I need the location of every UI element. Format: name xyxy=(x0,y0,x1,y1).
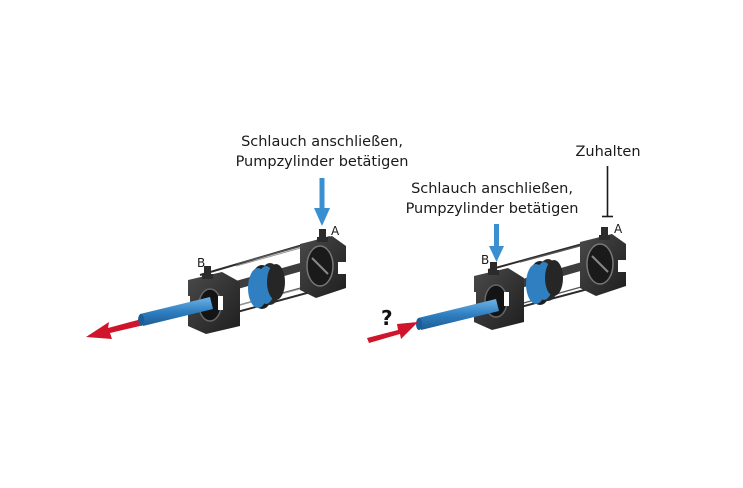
left-end-block-a xyxy=(300,229,346,298)
left-pump-arrow xyxy=(314,178,330,226)
hold-label: Zuhalten xyxy=(575,144,641,160)
right-red-arrow xyxy=(367,322,418,343)
left-instruction-line1: Schlauch anschließen, xyxy=(241,134,403,150)
right-port-a-label: A xyxy=(614,222,623,236)
left-end-block-b xyxy=(185,266,240,334)
right-port-b-label: B xyxy=(481,253,490,267)
left-instruction-line2: Pumpzylinder betätigen xyxy=(235,154,409,170)
left-red-arrow xyxy=(86,320,140,339)
left-piston-rod xyxy=(138,297,213,326)
right-piston-rod xyxy=(416,299,499,330)
question-mark: ? xyxy=(381,306,393,330)
right-end-block-a xyxy=(580,227,626,296)
left-port-b-label: B xyxy=(197,256,206,270)
right-instruction-line2: Pumpzylinder betätigen xyxy=(405,201,579,217)
left-piston xyxy=(248,263,285,309)
right-end-block-b xyxy=(471,262,524,330)
right-pump-arrow xyxy=(489,224,504,262)
left-cylinder xyxy=(86,178,346,339)
left-instruction-label: Schlauch anschließen, Pumpzylinder betät… xyxy=(222,132,422,172)
hold-indicator-line xyxy=(602,166,613,218)
right-instruction-line1: Schlauch anschließen, xyxy=(411,181,573,197)
right-piston xyxy=(526,259,563,305)
right-cylinder xyxy=(367,166,626,343)
left-port-a-label: A xyxy=(331,224,340,238)
right-instruction-label: Schlauch anschließen, Pumpzylinder betät… xyxy=(392,179,592,219)
